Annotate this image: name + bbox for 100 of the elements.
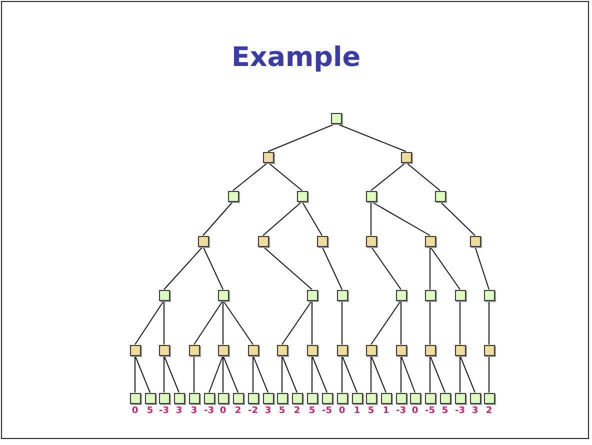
tree-node-square <box>130 344 140 356</box>
tree-node-square <box>470 236 480 246</box>
tree-node-square <box>262 152 274 162</box>
tree-edge <box>252 355 254 393</box>
tree-edge <box>262 246 312 290</box>
leaf-value: 5 <box>146 406 154 416</box>
leaf-value: 5 <box>368 406 374 416</box>
tree-edge <box>208 355 224 393</box>
tree-node-square <box>410 392 420 404</box>
tree-node-square <box>316 236 328 246</box>
leaf-value: 2 <box>294 406 300 416</box>
leaf-value: 0 <box>412 406 418 416</box>
tree-node-square <box>158 392 170 404</box>
leaf-value: -3 <box>204 406 214 416</box>
tree-edge <box>282 300 312 345</box>
tree-node-square <box>188 344 200 356</box>
tree-edge <box>400 355 402 393</box>
tree-edge <box>222 355 238 393</box>
tree-node-square <box>380 392 392 404</box>
tree-node-square <box>484 392 494 404</box>
tree-edge <box>460 355 476 393</box>
tree-node-square <box>218 392 228 404</box>
tree-node-square <box>336 344 348 356</box>
tree-node-square <box>232 392 244 404</box>
tree-edge <box>312 355 328 393</box>
tree-edge <box>202 201 234 236</box>
leaf-value: -3 <box>396 406 406 416</box>
tree-edge <box>134 355 150 393</box>
tree-edge <box>222 300 224 345</box>
tree-edge <box>252 355 268 393</box>
tree-node-square <box>248 392 258 404</box>
leaf-value: 5 <box>442 406 448 416</box>
leaf-value: -3 <box>159 406 169 416</box>
tree-node-square <box>306 344 318 356</box>
leaf-value: 0 <box>338 406 346 416</box>
tree-node-square <box>484 290 494 300</box>
tree-edge <box>400 355 416 393</box>
tree-node-square <box>276 344 288 356</box>
tree-node-square <box>434 190 446 202</box>
tree-edge <box>400 300 402 345</box>
leaf-value: -5 <box>322 406 332 416</box>
leaf-value: 3 <box>176 406 182 416</box>
tree-node-square <box>296 190 308 202</box>
tree-edge <box>342 355 358 393</box>
leaf-value: -3 <box>455 406 465 416</box>
tree-edge <box>488 300 490 345</box>
leaf-value: 5 <box>308 406 316 416</box>
tree-node-square <box>204 392 214 404</box>
tree-node-square <box>424 290 436 300</box>
tree-node-square <box>258 236 268 246</box>
tree-edge <box>370 162 406 191</box>
leaf-value: 3 <box>190 406 198 416</box>
tree-node-square <box>396 392 406 404</box>
tree-node-square <box>352 392 362 404</box>
tree-node-square <box>424 392 436 404</box>
tree-node-square <box>306 392 318 404</box>
tree-node-square <box>336 290 348 300</box>
tree-edge <box>282 355 298 393</box>
tree-node-square <box>396 290 406 300</box>
leaf-value: 5 <box>278 406 286 416</box>
tree-edge <box>370 246 402 290</box>
tree-node-square <box>336 392 348 404</box>
tree-edge <box>302 201 322 236</box>
tree-node-square <box>218 344 228 356</box>
tree-node-square <box>484 344 494 356</box>
tree-edge <box>430 355 446 393</box>
leaf-value: -2 <box>248 406 258 416</box>
tree-node-square <box>366 236 376 246</box>
tree-node-square <box>330 112 342 124</box>
tree-edge <box>370 201 372 236</box>
tree-edge <box>262 201 302 236</box>
tree-node-square <box>276 392 288 404</box>
tree-node-square <box>262 392 274 404</box>
tree-node-square <box>158 344 170 356</box>
tree-node-square <box>454 344 466 356</box>
tree-edge <box>370 300 402 345</box>
tree-edge <box>440 201 476 236</box>
tree-edge <box>202 246 224 290</box>
tree-edge <box>406 162 440 191</box>
leaf-value: 2 <box>234 406 242 416</box>
tree-node-square <box>248 344 258 356</box>
leaf-value: 3 <box>472 406 478 416</box>
tree-node-square <box>396 344 406 356</box>
tree-node-square <box>366 392 376 404</box>
leaf-value: 2 <box>486 406 492 416</box>
tree-edge <box>134 355 136 393</box>
tree-node-square <box>322 392 332 404</box>
tree-node-square <box>424 344 436 356</box>
tree-edge <box>134 300 164 345</box>
tree-node-square <box>454 290 466 300</box>
tree-node-square <box>130 392 140 404</box>
tree-node-square <box>366 344 376 356</box>
tree-edge <box>268 162 302 191</box>
slide-title: Example <box>231 42 361 73</box>
tree-edge <box>322 246 342 290</box>
tree-edge <box>232 162 268 191</box>
tree-node-square <box>400 152 412 162</box>
leaf-value: 1 <box>382 406 390 416</box>
tree-node-square <box>158 290 170 300</box>
tree-node-square <box>218 290 228 300</box>
